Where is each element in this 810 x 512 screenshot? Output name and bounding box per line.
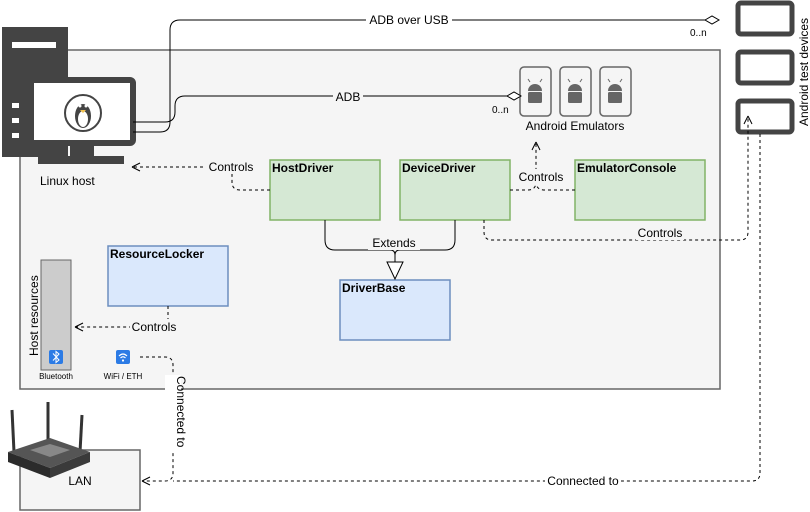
device-driver-label: DeviceDriver: [402, 161, 476, 175]
controls-devices-edge: [483, 116, 749, 241]
host-driver-label: HostDriver: [272, 161, 334, 175]
extends-label: Extends: [372, 236, 415, 250]
connected-wifi-arrow: [141, 476, 151, 486]
router-icon: [8, 402, 90, 478]
resource-locker-label: ResourceLocker: [110, 247, 204, 261]
resource-locker-box[interactable]: [107, 245, 229, 307]
android-device-icon: [735, 49, 795, 86]
bluetooth-label: Bluetooth: [39, 372, 73, 381]
lan-label: LAN: [68, 474, 91, 488]
android-emulator-phone-icon: [559, 66, 592, 117]
emulator-console-box[interactable]: [574, 159, 706, 221]
controls-host-edge: [132, 166, 270, 191]
android-device-icon: [735, 0, 795, 37]
controls-resources-label: Controls: [132, 320, 177, 334]
android-test-devices-label: Android test devices: [797, 18, 810, 126]
controls-emulators-label: Controls: [519, 170, 564, 184]
controls-host-label: Controls: [209, 160, 254, 174]
controls-emulators-arrow: [531, 141, 541, 151]
android-emulators-label: Android Emulators: [526, 119, 625, 133]
adb-over-usb-diamond: [703, 15, 721, 25]
adb-label: ADB: [336, 90, 361, 104]
android-device-icon: [735, 98, 795, 135]
host-driver-box[interactable]: [269, 159, 381, 221]
adb-edge: [133, 95, 508, 123]
bluetooth-icon: [49, 350, 63, 364]
adb-diamond: [505, 91, 523, 101]
driver-base-label: DriverBase: [342, 281, 406, 295]
controls-resources-arrow: [74, 322, 84, 332]
adb-over-usb-label: ADB over USB: [369, 13, 448, 27]
wifi-icon: [116, 350, 130, 364]
controls-devices-label: Controls: [638, 226, 683, 240]
connected-devices-label: Connected to: [547, 474, 619, 488]
wifi-label: WiFi / ETH: [104, 372, 143, 381]
adb-over-usb-edge: [133, 19, 705, 133]
extends-edge: [324, 220, 456, 262]
multiplicity-adb: 0..n: [492, 105, 509, 116]
extends-arrowhead: [386, 261, 404, 281]
android-emulator-phone-icon: [599, 66, 632, 117]
controls-devices-arrow: [743, 115, 753, 125]
controls-host-arrow: [131, 162, 141, 172]
android-emulator-phone-icon: [519, 66, 552, 117]
host-resources-label: Host resources: [27, 275, 41, 356]
emulator-console-label: EmulatorConsole: [577, 161, 677, 175]
connected-wifi-label: Connected to: [174, 376, 188, 448]
linux-host-label: Linux host: [40, 174, 95, 188]
linux-penguin-icon: [64, 94, 102, 132]
multiplicity-usb: 0..n: [690, 28, 707, 39]
